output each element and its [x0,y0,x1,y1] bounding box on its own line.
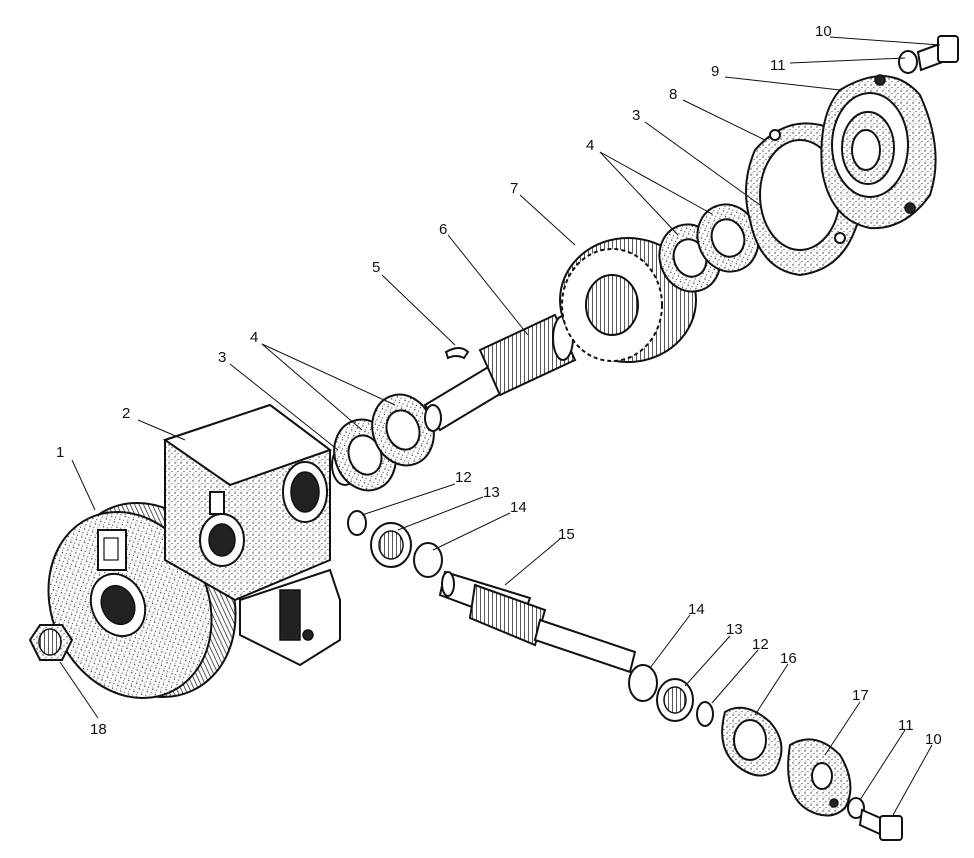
label-part-18: 18 [90,721,107,738]
part-11-washer-top [898,50,918,74]
part-16-gasket [721,706,783,777]
label-part-14-upper: 14 [510,499,527,516]
part-13-bearing-upper [370,522,412,568]
label-part-7: 7 [510,180,518,197]
label-part-16: 16 [780,650,797,667]
part-10-bolt-bottom [858,808,903,841]
label-part-10-top: 10 [815,23,832,40]
label-part-5: 5 [372,259,380,276]
label-part-11-bottom: 11 [898,717,914,734]
part-6-splined-shaft [423,313,577,432]
label-part-2: 2 [122,405,130,422]
part-9-cover [820,74,937,230]
label-part-11-top: 11 [770,57,786,74]
label-part-12-lower: 12 [752,636,769,653]
label-part-17: 17 [852,687,869,704]
label-part-4-upper: 4 [250,329,258,346]
part-18-nut [28,624,74,661]
label-part-10-bottom: 10 [925,731,942,748]
part-2-housing [162,403,341,667]
label-part-1: 1 [56,444,64,461]
label-part-15: 15 [558,526,575,543]
part-12-seal-upper [347,510,367,536]
label-part-12-upper: 12 [455,469,472,486]
label-part-13-upper: 13 [483,484,500,501]
label-part-8: 8 [669,86,677,103]
label-part-6: 6 [439,221,447,238]
part-10-bolt-top [916,35,959,72]
label-part-14-lower: 14 [688,601,705,618]
part-12-seal-lower [696,701,714,727]
part-5-key [444,347,470,360]
label-part-4-right: 4 [586,137,594,154]
part-15-main-shaft [438,570,637,674]
label-part-3-right: 3 [632,107,640,124]
leader-lines [59,36,941,816]
part-17-end-cap [787,738,852,817]
part-4-shim-d [696,203,760,273]
part-4-shim-b [371,393,435,467]
part-13-bearing-lower [656,678,694,722]
part-14-washer-upper [413,542,443,578]
label-part-9: 9 [711,63,719,80]
part-14-washer-lower [628,664,658,702]
part-11-washer-bottom [847,797,865,819]
label-part-3-upper: 3 [218,349,226,366]
label-part-13-lower: 13 [726,621,743,638]
